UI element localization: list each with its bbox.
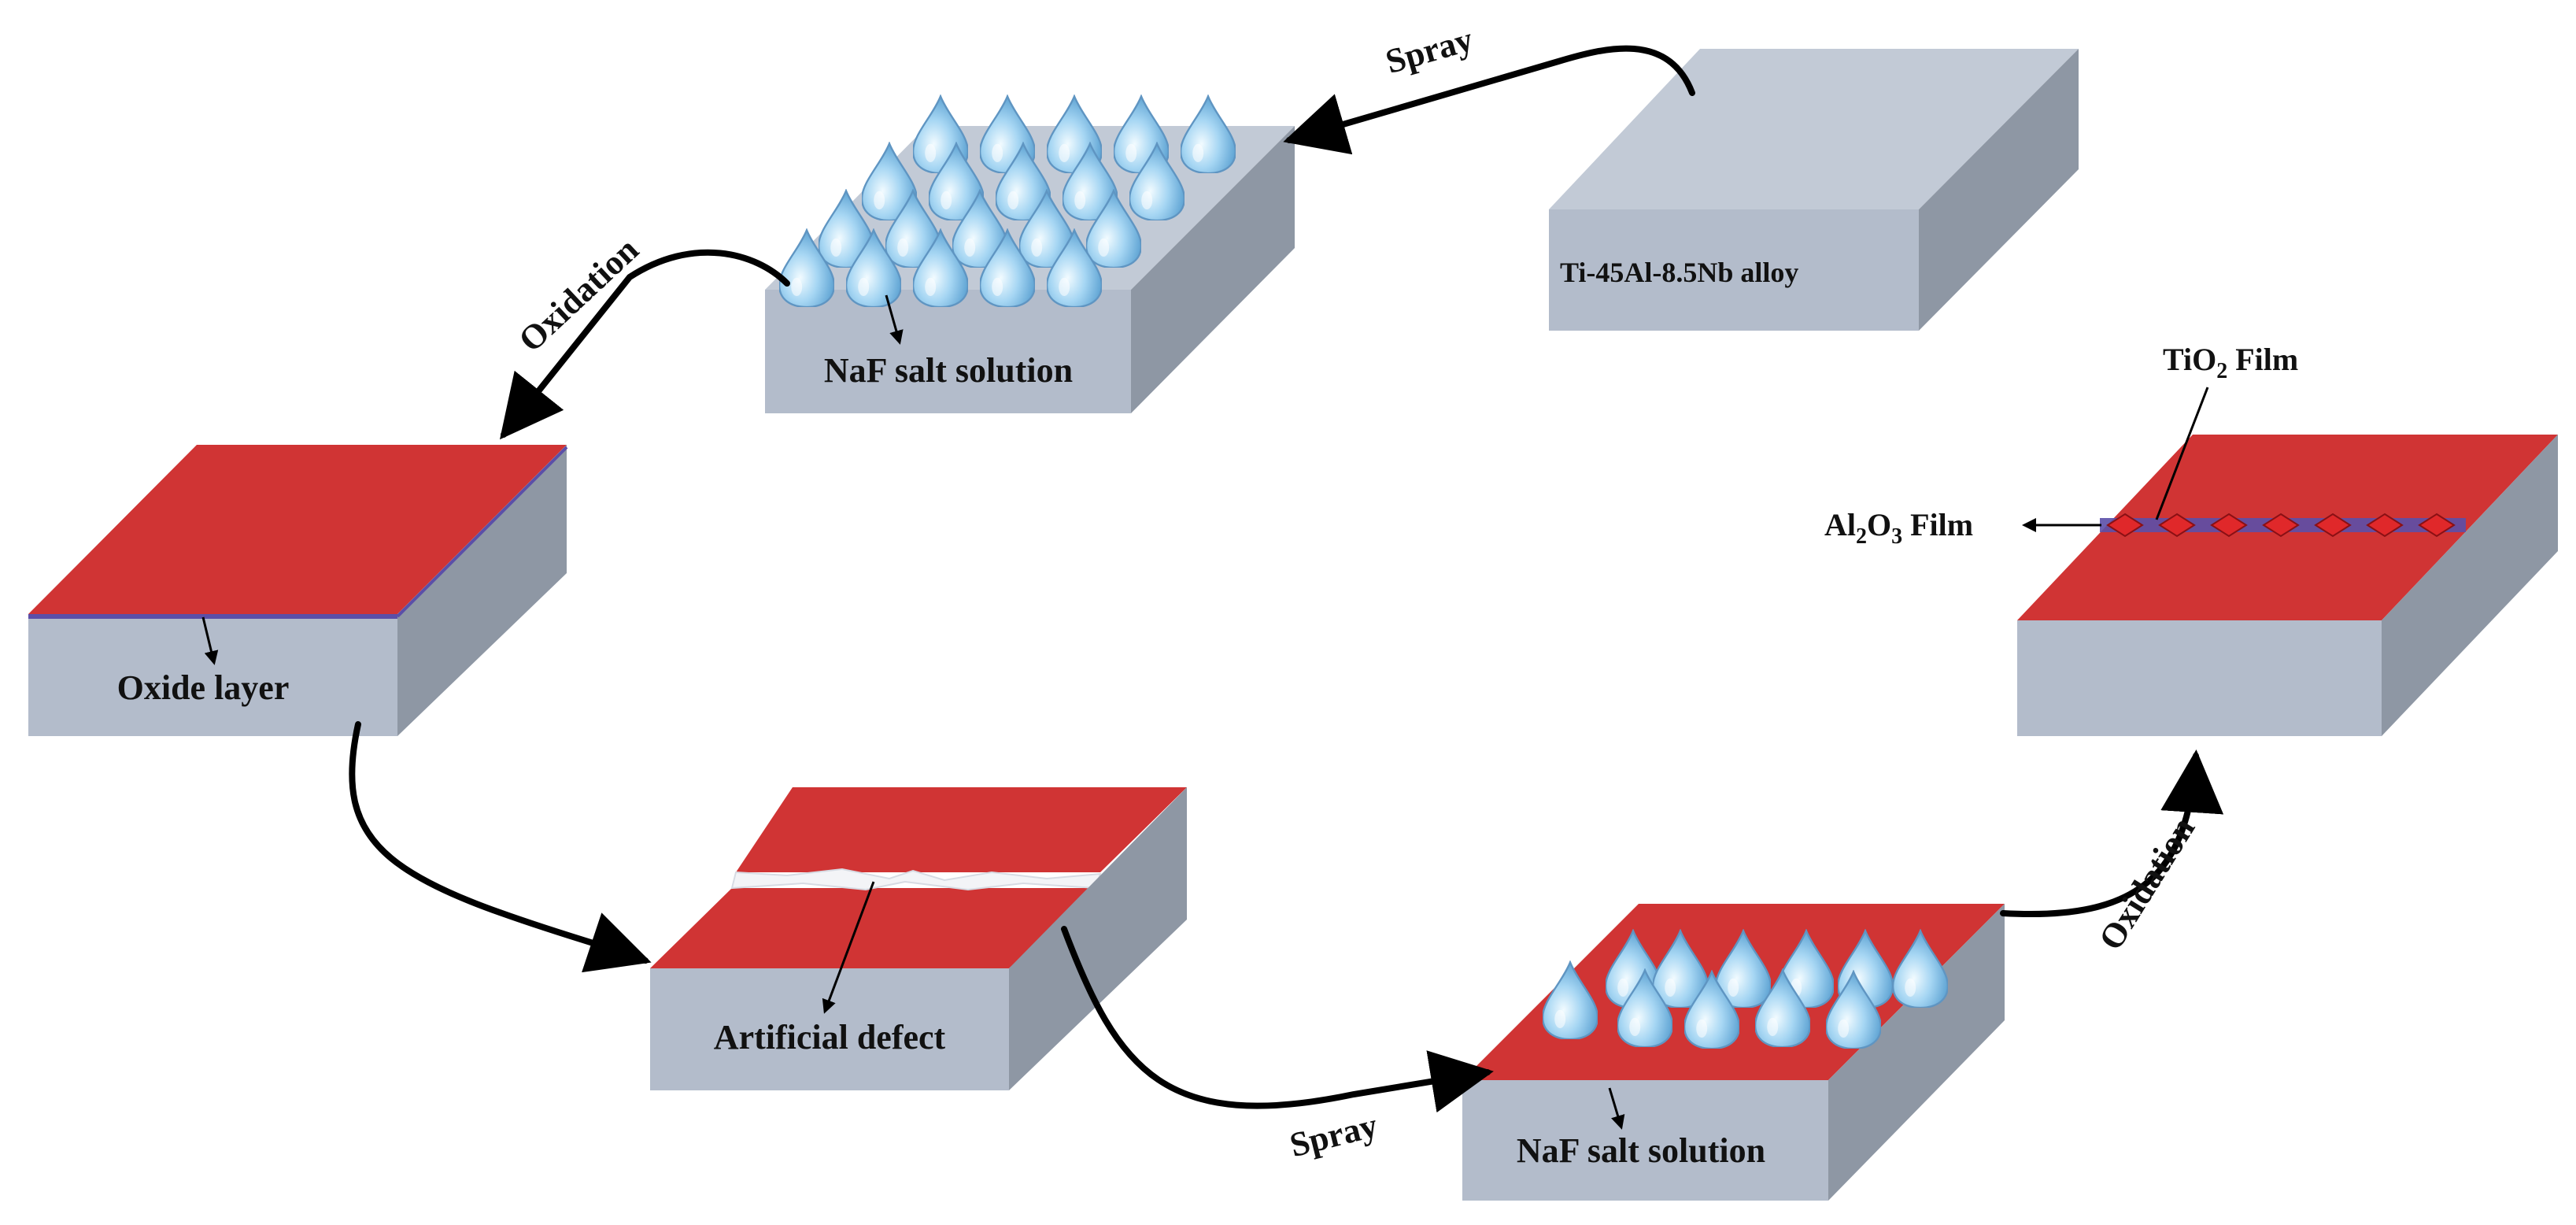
defect-block-side (1009, 787, 1187, 1090)
arrow-oxide-to-defect (349, 721, 652, 973)
oxide-block: Oxide layer (28, 445, 568, 736)
salt-block-bottom: NaF salt solution (1462, 904, 2005, 1201)
alloy-block-front (1549, 209, 1919, 331)
film-block-side (2382, 435, 2558, 736)
arrow-spray-bottom-label: Spray (1286, 1106, 1381, 1165)
salt-block-top: NaF salt solution (765, 95, 1295, 413)
oxide-block-front (28, 614, 397, 736)
arrow-spray-top (1283, 45, 1695, 155)
salt-top-label: NaF salt solution (824, 351, 1073, 390)
alloy-block-side (1919, 49, 2079, 331)
arrow-spray-bottom (1061, 926, 1494, 1113)
salt-bottom-label: NaF salt solution (1517, 1131, 1765, 1170)
defect-block: Artificial defect (650, 787, 1187, 1090)
arrow-oxidation-left (500, 249, 790, 440)
alloy-block-top (1549, 49, 2079, 209)
oxide-label: Oxide layer (117, 668, 290, 707)
defect-block-front (650, 968, 1009, 1090)
arrow-oxidation-right-label: Oxidation (2091, 810, 2202, 957)
tio2-crystals (2106, 513, 2456, 538)
oxide-block-side (397, 445, 567, 736)
defect-crack (730, 868, 1102, 891)
arrow-spray-top-label: Spray (1381, 20, 1477, 81)
salt-bottom-block-front (1462, 1080, 1828, 1201)
salt-top-block-front (765, 290, 1131, 413)
alloy-block: Ti-45Al-8.5Nb alloy (1549, 49, 2079, 331)
film-block-front (2017, 620, 2382, 736)
salt-bottom-block-side (1828, 904, 2005, 1201)
oxide-block-top (28, 445, 567, 614)
defect-block-top-front (650, 888, 1096, 968)
tio2-label: TiO2 Film (2163, 342, 2298, 383)
salt-top-block-side (1131, 126, 1295, 413)
alloy-label: Ti-45Al-8.5Nb alloy (1560, 257, 1798, 288)
defect-label: Artificial defect (714, 1018, 946, 1057)
arrow-oxidation-right (2000, 749, 2224, 917)
al2o3-label: Al2O3 Film (1824, 507, 1973, 549)
film-block: TiO2 Film Al2O3 Film (1824, 342, 2558, 736)
defect-block-top-back (736, 787, 1187, 872)
